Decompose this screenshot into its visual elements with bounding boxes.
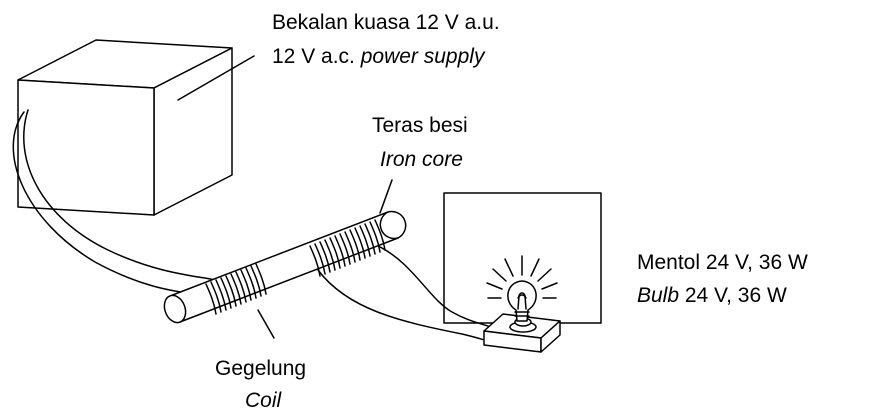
iron-core-label-malay: Teras besi <box>372 114 468 137</box>
power-supply-box <box>17 39 233 216</box>
bulb-label-malay: Mentol 24 V, 36 W <box>637 251 808 274</box>
power-supply-pointer <box>177 55 255 101</box>
primary-coil <box>205 263 267 315</box>
bulb-holder-base <box>483 313 561 353</box>
bulb-label-english: Bulb 24 V, 36 W <box>637 284 787 307</box>
connecting-wires <box>12 109 493 343</box>
coil-pointer <box>257 309 275 339</box>
iron-core-label-english: Iron core <box>380 148 463 171</box>
power-supply-label-english: 12 V a.c. power supply <box>272 45 486 68</box>
bulb <box>507 280 537 322</box>
iron-core <box>163 210 407 324</box>
coil-label-english: Coil <box>245 389 283 412</box>
secondary-coil <box>309 219 386 277</box>
light-rays <box>486 255 558 299</box>
coil-label-malay: Gegelung <box>215 357 306 380</box>
iron-core-end-face <box>163 294 187 324</box>
iron-core-pointer <box>379 179 393 214</box>
power-supply-label-malay: Bekalan kuasa 12 V a.u. <box>272 11 500 34</box>
